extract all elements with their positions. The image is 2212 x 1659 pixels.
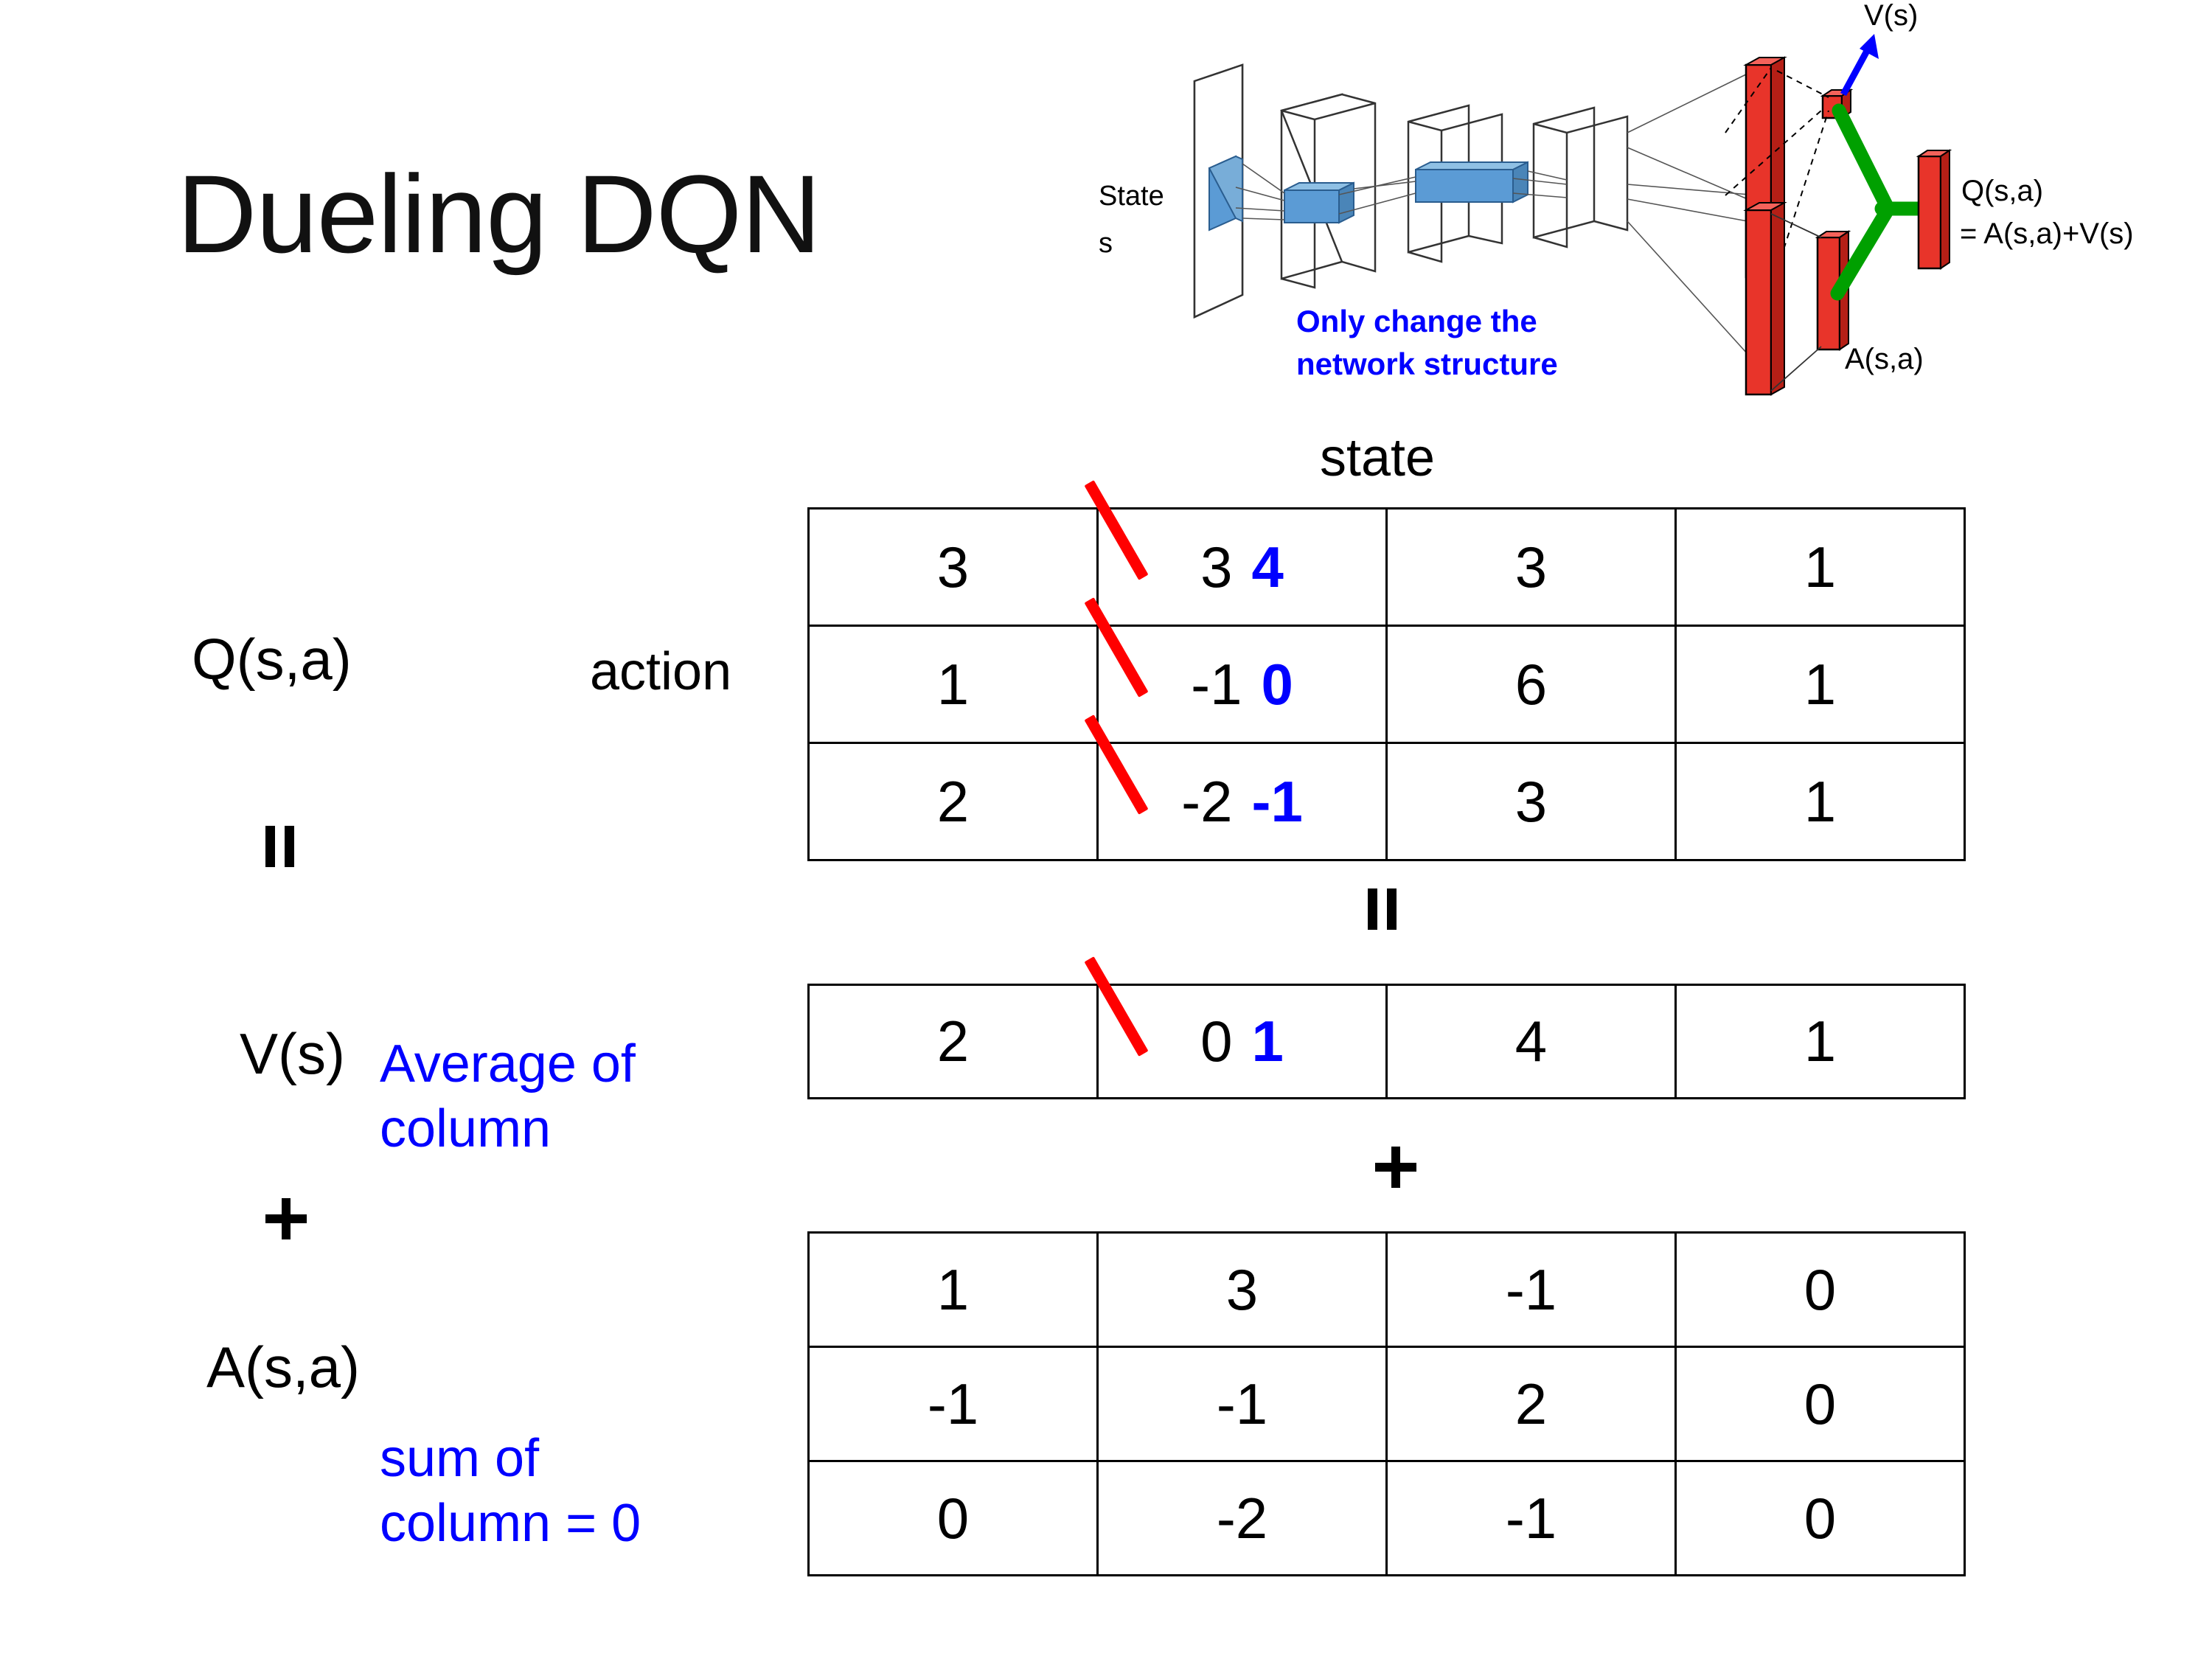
- v-cell-0-1-old: 0: [1200, 1009, 1233, 1074]
- table-row: 1 3 -1 0: [807, 1231, 1966, 1348]
- v-value-table: 2 0 1 4 1: [807, 956, 1966, 1099]
- q-cell-2-1-new: -1: [1251, 768, 1303, 834]
- v-function-label: V(s): [240, 1021, 345, 1086]
- a-value-table: 1 3 -1 0 -1 -1 2 0 0 -2 -1 0: [807, 1231, 1966, 1576]
- q-cell-2-2[interactable]: 3: [1385, 742, 1677, 861]
- q-cell-0-1[interactable]: 3 4: [1084, 480, 1388, 627]
- table-row: 2 0 1 4 1: [807, 956, 1966, 1099]
- q-cell-1-2[interactable]: 6: [1385, 625, 1677, 744]
- a-cell-2-3[interactable]: 0: [1674, 1460, 1966, 1576]
- q-cell-0-3[interactable]: 1: [1674, 507, 1966, 627]
- a-cell-1-2[interactable]: 2: [1385, 1346, 1677, 1462]
- q-cell-0-0[interactable]: 3: [807, 507, 1099, 627]
- action-axis-label: action: [590, 642, 732, 701]
- average-of-column-note: Average of column: [380, 1034, 636, 1158]
- a-cell-1-3[interactable]: 0: [1674, 1346, 1966, 1462]
- state-axis-label: state: [1320, 428, 1436, 487]
- a-cell-2-2[interactable]: -1: [1385, 1460, 1677, 1576]
- table-row: -1 -1 2 0: [807, 1346, 1966, 1462]
- q-cell-2-0[interactable]: 2: [807, 742, 1099, 861]
- q-cell-1-1-new: 0: [1261, 651, 1293, 717]
- diagram-q-label-1: Q(s,a): [1961, 175, 2043, 207]
- a-cell-1-0[interactable]: -1: [807, 1346, 1099, 1462]
- dueling-network-diagram: V(s) A(s,a) Q(s,a) = A(s,a)+V(s) State s…: [1091, 0, 2212, 413]
- diagram-a-label: A(s,a): [1845, 343, 1924, 375]
- diagram-note-line2: network structure: [1296, 347, 1558, 381]
- q-cell-0-1-old: 3: [1200, 534, 1233, 599]
- q-function-label: Q(s,a): [192, 627, 352, 692]
- q-cell-1-1[interactable]: -1 0: [1084, 597, 1388, 744]
- q-cell-1-3[interactable]: 1: [1674, 625, 1966, 744]
- diagram-note-line1: Only change the: [1296, 304, 1537, 338]
- a-cell-0-1[interactable]: 3: [1096, 1231, 1388, 1348]
- v-cell-0-2[interactable]: 4: [1385, 984, 1677, 1099]
- plus-operator-middle: [1375, 1147, 1416, 1188]
- v-cell-0-1-new: 1: [1251, 1009, 1284, 1074]
- q-cell-2-1-old: -2: [1181, 768, 1233, 834]
- q-value-table: 3 3 4 3 1 1 -1 0 6 1 2 -2 -1: [807, 480, 1966, 861]
- sum-of-column-note: sum of column = 0: [380, 1429, 641, 1553]
- q-cell-0-1-new: 4: [1251, 534, 1284, 599]
- v-cell-0-0[interactable]: 2: [807, 984, 1099, 1099]
- v-cell-0-1[interactable]: 0 1: [1084, 956, 1388, 1099]
- q-cell-1-0[interactable]: 1: [807, 625, 1099, 744]
- a-cell-0-0[interactable]: 1: [807, 1231, 1099, 1348]
- equals-operator-middle: [1368, 888, 1402, 930]
- a-cell-0-3[interactable]: 0: [1674, 1231, 1966, 1348]
- plus-operator-left: [265, 1198, 307, 1239]
- diagram-v-label: V(s): [1864, 0, 1918, 32]
- a-cell-2-1[interactable]: -2: [1096, 1460, 1388, 1576]
- v-cell-0-3[interactable]: 1: [1674, 984, 1966, 1099]
- page-title: Dueling DQN: [177, 152, 821, 276]
- q-cell-2-1[interactable]: -2 -1: [1084, 714, 1388, 861]
- table-row: 0 -2 -1 0: [807, 1460, 1966, 1576]
- a-cell-0-2[interactable]: -1: [1385, 1231, 1677, 1348]
- table-row: 2 -2 -1 3 1: [807, 714, 1966, 861]
- q-cell-1-1-old: -1: [1191, 651, 1242, 717]
- table-row: 1 -1 0 6 1: [807, 597, 1966, 744]
- diagram-state-label-2: s: [1099, 228, 1113, 259]
- a-cell-2-0[interactable]: 0: [807, 1460, 1099, 1576]
- q-cell-0-2[interactable]: 3: [1385, 507, 1677, 627]
- equals-operator-left: [265, 826, 299, 867]
- diagram-state-label-1: State: [1099, 181, 1164, 212]
- q-cell-2-3[interactable]: 1: [1674, 742, 1966, 861]
- diagram-q-label-2: = A(s,a)+V(s): [1960, 218, 2134, 250]
- a-function-label: A(s,a): [206, 1335, 361, 1399]
- table-row: 3 3 4 3 1: [807, 480, 1966, 627]
- a-cell-1-1[interactable]: -1: [1096, 1346, 1388, 1462]
